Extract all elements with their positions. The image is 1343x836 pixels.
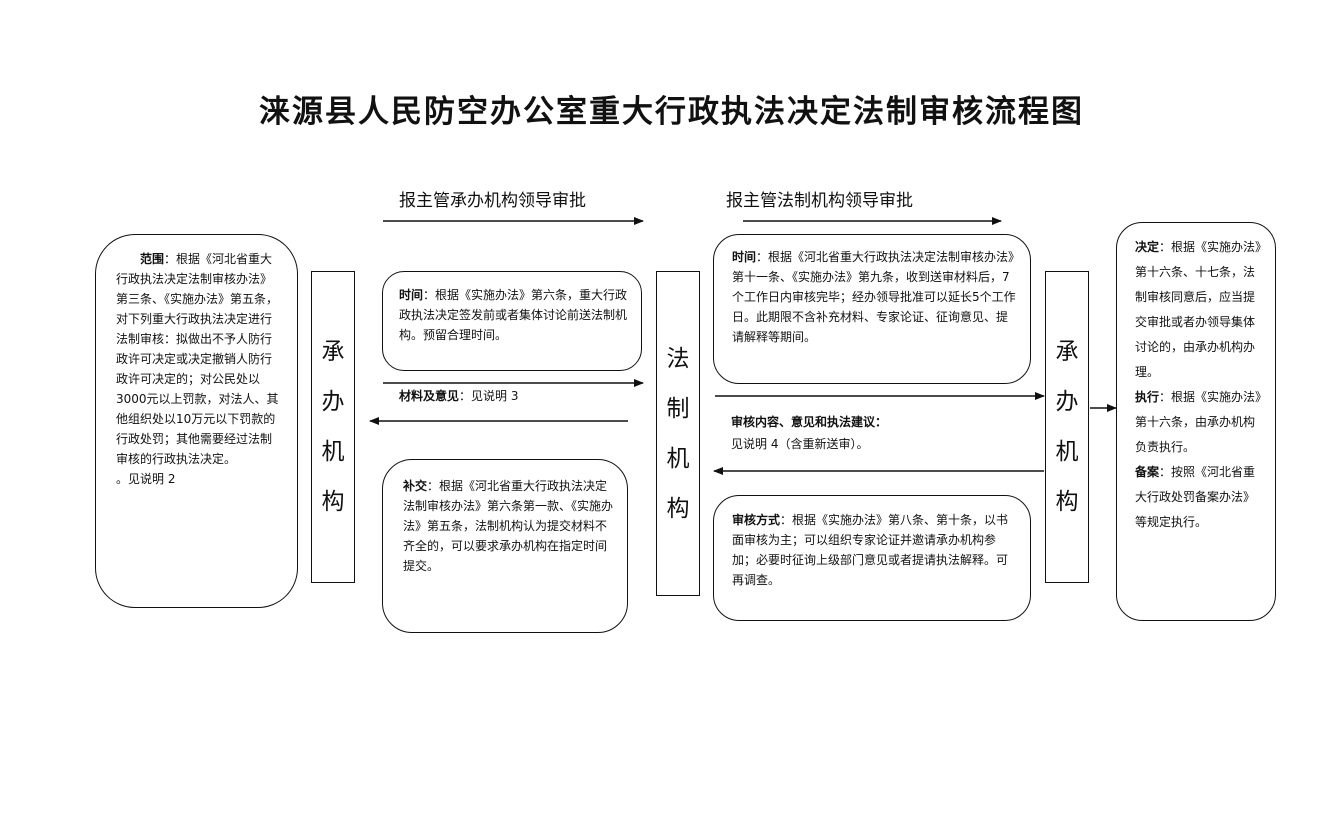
record-paragraph: 备案：按照《河北省重大行政处罚备案办法》等规定执行。 <box>1135 460 1263 535</box>
materials-label: 材料及意见 <box>399 389 460 403</box>
step-label-legal-leader-approval: 报主管法制机构领导审批 <box>726 191 913 211</box>
char: 机 <box>1055 439 1079 465</box>
char: 机 <box>666 445 690 472</box>
review-content-text: 见说明 4（含重新送审）。 <box>731 437 869 451</box>
review-time-box: 时间：根据《河北省重大行政执法决定法制审核办法》第十一条、《实施办法》第九条，收… <box>713 234 1031 384</box>
scope-text: ：根据《河北省重大行政执法决定法制审核办法》第三条、《实施办法》第五条，对下列重… <box>116 252 279 466</box>
record-label: 备案 <box>1135 465 1160 479</box>
step-label-undertaker-leader-approval: 报主管承办机构领导审批 <box>399 191 586 211</box>
char: 承 <box>321 339 345 365</box>
review-time-text: ：根据《河北省重大行政执法决定法制审核办法》第十一条、《实施办法》第九条，收到送… <box>732 250 1016 344</box>
scope-box: 范围：根据《河北省重大行政执法决定法制审核办法》第三条、《实施办法》第五条，对下… <box>95 234 298 608</box>
char: 办 <box>321 389 345 415</box>
review-time-label: 时间 <box>732 250 757 264</box>
legal-org-box: 法 制 机 构 <box>656 271 700 596</box>
decision-paragraph: 决定：根据《实施办法》第十六条、十七条，法制审核同意后，应当提交审批或者办领导集… <box>1135 235 1263 385</box>
review-content-label: 审核内容、意见和执法建议 <box>731 415 876 429</box>
char: 构 <box>666 495 690 522</box>
materials-opinion-note: 材料及意见：见说明 3 <box>399 385 518 407</box>
supplement-text: ：根据《河北省重大行政执法决定法制审核办法》第六条第一款、《实施办法》第五条，法… <box>403 479 614 573</box>
time-label: 时间 <box>399 288 424 302</box>
review-method-text: ：根据《实施办法》第八条、第十条，以书面审核为主；可以组织专家论证并邀请承办机构… <box>732 513 1009 587</box>
char: 构 <box>1055 489 1079 515</box>
decision-label: 决定 <box>1135 240 1160 254</box>
char: 承 <box>1055 339 1079 365</box>
decision-box: 决定：根据《实施办法》第十六条、十七条，法制审核同意后，应当提交审批或者办领导集… <box>1116 222 1276 621</box>
char: 构 <box>321 489 345 515</box>
undertaker-org-right-box: 承 办 机 构 <box>1045 271 1089 583</box>
scope-label: 范围 <box>140 252 165 266</box>
page-title: 涞源县人民防空办公室重大行政执法决定法制审核流程图 <box>259 94 1084 130</box>
supplement-label: 补交 <box>403 479 428 493</box>
char: 制 <box>666 395 690 422</box>
supplement-box: 补交：根据《河北省重大行政执法决定法制审核办法》第六条第一款、《实施办法》第五条… <box>382 459 628 633</box>
scope-note: 。见说明 2 <box>116 472 176 486</box>
execute-text: ：根据《实施办法》第十六条，由承办机构负责执行。 <box>1135 390 1262 454</box>
submission-time-box: 时间：根据《实施办法》第六条，重大行政政执法决定签发前或者集体讨论前送法制机构。… <box>382 271 642 371</box>
review-method-label: 审核方式 <box>732 513 781 527</box>
execute-label: 执行 <box>1135 390 1160 404</box>
materials-text: ：见说明 3 <box>459 389 519 403</box>
char: 办 <box>1055 389 1079 415</box>
review-content-note: 审核内容、意见和执法建议： 见说明 4（含重新送审）。 <box>731 411 887 455</box>
review-method-box: 审核方式：根据《实施办法》第八条、第十条，以书面审核为主；可以组织专家论证并邀请… <box>713 495 1031 621</box>
execute-paragraph: 执行：根据《实施办法》第十六条，由承办机构负责执行。 <box>1135 385 1263 460</box>
review-content-colon: ： <box>875 415 888 429</box>
char: 机 <box>321 439 345 465</box>
char: 法 <box>666 345 690 372</box>
undertaker-org-left-box: 承 办 机 构 <box>311 271 355 583</box>
record-text: ：按照《河北省重大行政处罚备案办法》等规定执行。 <box>1135 465 1256 529</box>
decision-text: ：根据《实施办法》第十六条、十七条，法制审核同意后，应当提交审批或者办领导集体讨… <box>1135 240 1262 379</box>
time-text: ：根据《实施办法》第六条，重大行政政执法决定签发前或者集体讨论前送法制机构。预留… <box>399 288 628 342</box>
